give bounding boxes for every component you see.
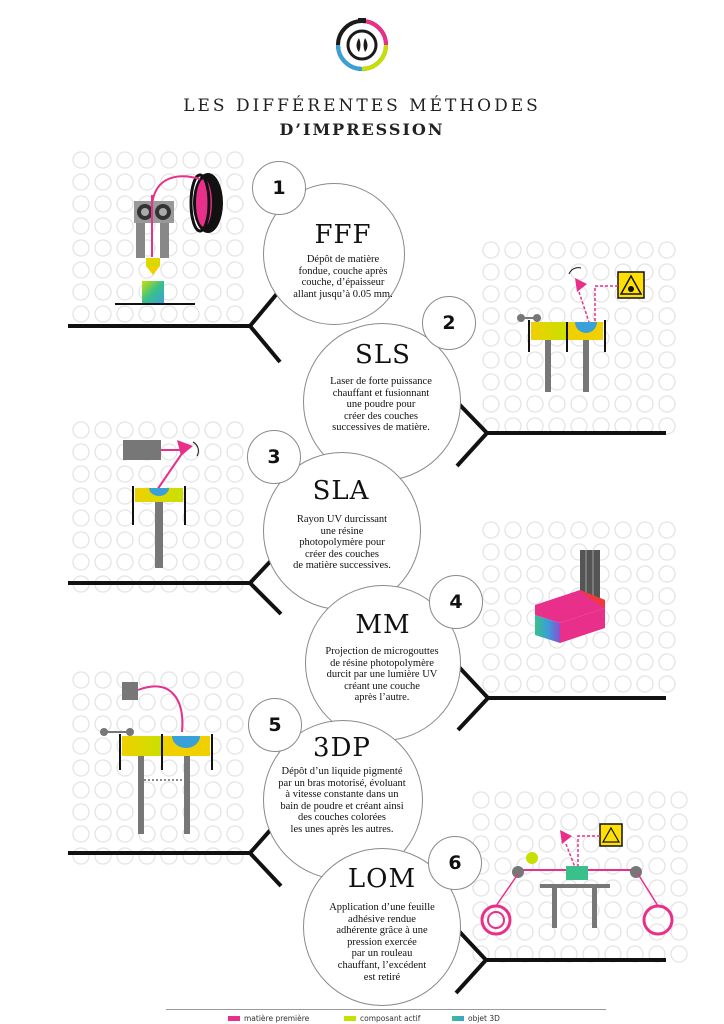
- method-name-mm: MM: [355, 610, 411, 640]
- logo-icon: [336, 18, 388, 71]
- method-name-sla: SLA: [312, 476, 370, 506]
- illustration-mm: [535, 550, 605, 643]
- filament-spool-icon: [189, 173, 223, 233]
- method-number-5: 5: [248, 698, 302, 752]
- method-name-sls: SLS: [355, 340, 411, 370]
- illustration-lom: [480, 823, 674, 936]
- method-number-3: 3: [247, 430, 301, 484]
- legend-item-raw-material: matière première: [228, 1014, 309, 1023]
- illustration-sla: [123, 440, 199, 568]
- legend-item-3d-object: objet 3D: [452, 1014, 500, 1023]
- legend-swatch: [452, 1016, 464, 1021]
- legend-swatch: [228, 1016, 240, 1021]
- illustration-3dp: [100, 682, 213, 834]
- page-title-line2: D’IMPRESSION: [279, 120, 445, 139]
- rotation-arrow-icon: [192, 441, 199, 457]
- illustration-sls: [517, 267, 645, 392]
- legend-label: composant actif: [360, 1014, 421, 1023]
- method-number-4: 4: [429, 575, 483, 629]
- legend-item-active-component: composant actif: [344, 1014, 420, 1023]
- laser-warning-icon: [617, 271, 645, 299]
- method-name-3dp: 3DP: [313, 733, 371, 763]
- method-number-6: 6: [428, 836, 482, 890]
- page-title-line1: LES DIFFÉRENTES MÉTHODES: [183, 96, 541, 116]
- method-name-lom: LOM: [347, 864, 417, 894]
- method-name-fff: FFF: [314, 220, 372, 250]
- legend-divider: [166, 1009, 606, 1010]
- legend-swatch: [344, 1016, 356, 1021]
- method-number-2: 2: [422, 296, 476, 350]
- legend-label: matière première: [244, 1014, 310, 1023]
- method-number-1: 1: [252, 161, 306, 215]
- legend-label: objet 3D: [468, 1014, 500, 1023]
- illustration-fff: [115, 173, 223, 305]
